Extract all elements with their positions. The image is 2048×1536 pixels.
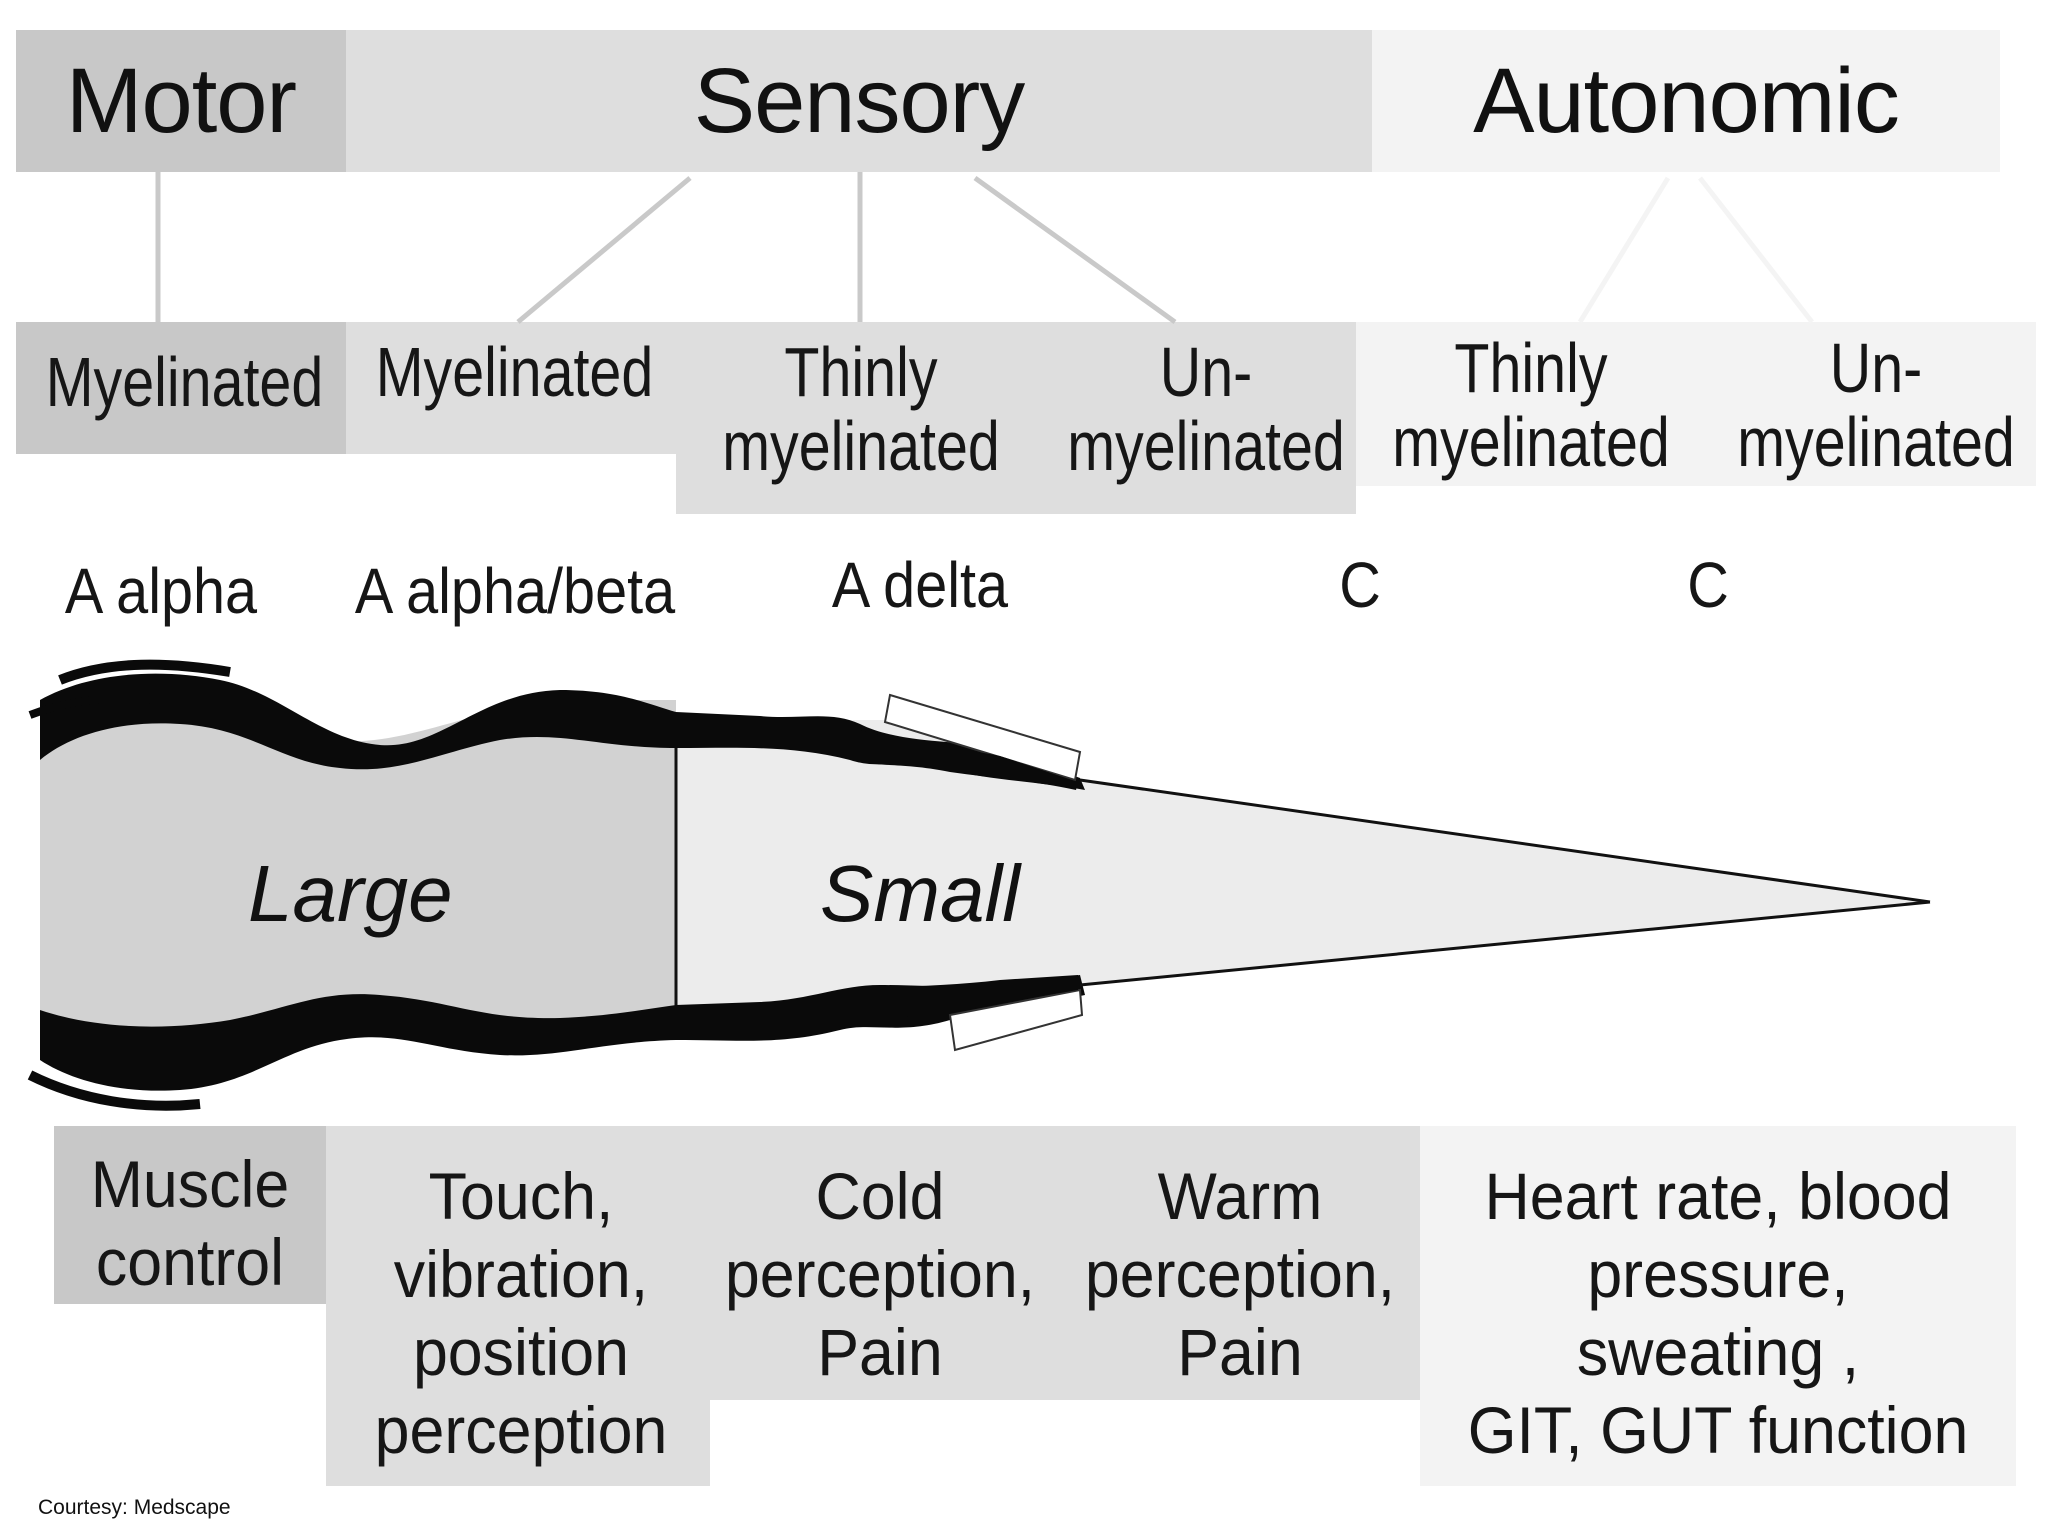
label-line: Pain — [817, 1314, 943, 1389]
a-delta-label: A delta — [831, 549, 1009, 621]
a-alpha-beta-label: A alpha/beta — [354, 555, 676, 627]
sensory-c-label: C — [1339, 549, 1381, 621]
label-line: Cold — [815, 1159, 945, 1233]
label-line: pressure, — [1587, 1236, 1849, 1311]
muscle-control-label: Muscle control — [61, 1146, 319, 1302]
cone-bottom-edge — [1079, 900, 1931, 987]
label-line: Touch, — [428, 1159, 614, 1233]
autonomic-header: Autonomic — [1473, 49, 1900, 152]
label-line: Thinly — [784, 333, 938, 411]
autonomic-c-label: C — [1687, 549, 1729, 621]
a-alpha-label: A alpha — [64, 555, 258, 627]
label-line: myelinated — [1067, 406, 1345, 485]
bottom-myelin-sheath — [40, 975, 1085, 1091]
sensory-header-bg — [346, 30, 1372, 172]
autonomic-unmyelinated-label: Un- myelinated — [1737, 329, 2016, 481]
autonomic-fiber-bg — [1356, 322, 2036, 486]
label-line: perception, — [1084, 1236, 1396, 1311]
thin-myelin-outline-bottom — [948, 988, 1084, 1052]
label-line: vibration, — [393, 1236, 649, 1311]
sensory-function-bg-lower — [326, 1400, 710, 1486]
sensory-small-fiber-bg — [676, 322, 1356, 514]
label-line: perception — [374, 1392, 668, 1467]
motor-header: Motor — [65, 49, 297, 152]
label-line: Un- — [1829, 329, 1923, 407]
motor-myelinated-label: Myelinated — [45, 343, 324, 421]
label-line: myelinated — [722, 406, 1000, 485]
label-line: Un- — [1159, 333, 1253, 411]
large-fiber-label: Large — [248, 849, 453, 938]
warm-perception-label: Warm perception, Pain — [1069, 1158, 1411, 1392]
label-line: Thinly — [1454, 329, 1608, 407]
label-line: Heart rate, blood — [1484, 1159, 1952, 1233]
autonomic-header-bg — [1372, 30, 2000, 172]
autonomic-function-label: Heart rate, blood pressure, sweating , G… — [1435, 1158, 2001, 1470]
autonomic-connector-lines — [1577, 176, 1814, 324]
label-line: myelinated — [1737, 402, 2015, 481]
label-line: sweating , — [1576, 1314, 1860, 1389]
muscle-function-bg — [54, 1126, 326, 1304]
label-line: perception, — [724, 1236, 1036, 1311]
sensory-myelinated-label: Myelinated — [375, 333, 654, 411]
motor-fiber-bg — [16, 322, 346, 454]
sensory-unmyelinated-label: Un- myelinated — [1067, 333, 1346, 485]
small-fiber-label: Small — [820, 849, 1021, 938]
small-fiber-fill — [676, 720, 1930, 1020]
autonomic-thinly-myelinated-label: Thinly myelinated — [1388, 329, 1675, 481]
large-fiber-fill — [40, 700, 676, 1045]
label-line: Muscle — [90, 1147, 290, 1221]
autonomic-function-bg — [1420, 1126, 2016, 1486]
connector-lines — [155, 172, 1177, 325]
sensory-header: Sensory — [693, 49, 1026, 152]
label-line: myelinated — [1392, 402, 1670, 481]
label-line: Pain — [1177, 1314, 1303, 1389]
courtesy-credit: Courtesy: Medscape — [38, 1496, 231, 1519]
label-line: position — [412, 1314, 630, 1389]
sensory-myelinated-bg — [346, 322, 676, 454]
motor-header-bg — [16, 30, 346, 172]
cone-top-edge — [1079, 778, 1931, 904]
label-line: control — [95, 1224, 285, 1299]
sensory-function-bg-upper — [326, 1126, 1420, 1400]
top-myelin-sheath — [40, 673, 1085, 790]
touch-vibration-label: Touch, vibration, position perception — [345, 1158, 697, 1470]
sensory-thinly-myelinated-label: Thinly myelinated — [718, 333, 1005, 485]
thin-myelin-outline-top — [883, 693, 1082, 782]
label-line: GIT, GUT function — [1467, 1392, 1969, 1467]
label-line: Warm — [1157, 1159, 1323, 1233]
cold-perception-label: Cold perception, Pain — [709, 1158, 1051, 1392]
